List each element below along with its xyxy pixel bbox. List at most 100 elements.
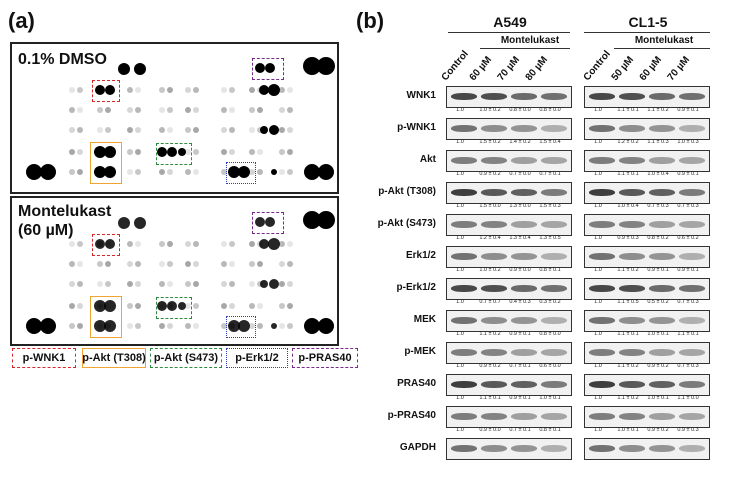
array-spot [255,63,265,73]
quant-value: 1.0 ± 0.1 [647,395,669,401]
array-spot [318,318,334,334]
array-spot [265,63,275,73]
blot-band [511,125,537,132]
blot-band [649,253,675,260]
array-spot [255,217,265,227]
blot-band [649,93,675,100]
quant-value: 1.0 [594,331,602,337]
blot-band [481,125,507,132]
quant-value: 0.9 ± 0.1 [509,395,531,401]
blot-band [481,285,507,292]
quant-value: 1.0 [594,235,602,241]
blot-strip [584,342,710,364]
array-spot [193,169,199,175]
blot-band [679,189,705,196]
quant-value: 1.0 [456,139,464,145]
quant-value: 0.9 ± 0.2 [479,363,501,369]
array-spot [221,303,227,309]
blot-band [481,93,507,100]
blot-band [481,413,507,420]
quant-value: 1.0 [456,331,464,337]
blot-band [619,93,645,100]
array-spot [159,281,165,287]
array-spot [94,320,106,332]
array-spot [127,107,133,113]
highlight-p-wnk1 [92,234,120,256]
blot-strip [446,214,572,236]
array-spot [185,149,191,155]
highlight-p-erk12 [226,316,256,338]
blot-band [541,349,567,356]
blot-strip [584,310,710,332]
quant-value: 0.7 ± 0.3 [677,363,699,369]
blot-band [511,189,537,196]
array-spot [221,241,227,247]
quant-value: 1.2 ± 0.4 [479,235,501,241]
array-spot [178,148,186,156]
array-spot [159,169,165,175]
array-spot [97,281,103,287]
array-spot [268,84,280,96]
array-spot [249,149,255,155]
quant-value: 1.5 ± 0.3 [539,203,561,209]
blot-row-label: p-Akt (T308) [378,186,436,197]
panel-a-label: (a) [8,8,35,33]
array-spot [104,300,116,312]
array-spot [279,241,285,247]
quant-value: 1.1 ± 0.2 [617,267,639,273]
highlight-p-pras40 [252,212,284,234]
array-spot [249,281,255,287]
array-spot [304,318,320,334]
array-spot [185,241,191,247]
array-spot [69,127,75,133]
array-spot [77,107,83,113]
array-spot [193,241,199,247]
array-spot [249,127,255,133]
array-spot [287,323,293,329]
array-spot [69,241,75,247]
array-spot [221,107,227,113]
array-spot [257,303,263,309]
array-spot [77,127,83,133]
blot-band [451,157,477,164]
array-spot [167,87,173,93]
blot-strip [446,182,572,204]
array-spot [259,239,269,249]
quant-value: 1.1 ± 0.2 [647,107,669,113]
quant-value: 1.0 [456,235,464,241]
array-spot [279,107,285,113]
array-spot [221,127,227,133]
quant-value: 0.3 ± 0.2 [539,299,561,305]
array-spot [69,149,75,155]
array-spot [257,149,263,155]
array-spot [228,166,240,178]
quant-value: 0.8 ± 0.2 [647,235,669,241]
array-spot [317,211,335,229]
blot-band [589,253,615,260]
blot-band [541,445,567,452]
blot-band [511,93,537,100]
array-spot [135,169,141,175]
blot-band [481,221,507,228]
array-spot [229,303,235,309]
array-spot [167,147,177,157]
blot-band [451,317,477,324]
array-spot [77,169,83,175]
array-spot [104,320,116,332]
array-spot [229,87,235,93]
array-spot [159,127,165,133]
blot-band [679,381,705,388]
blot-band [619,445,645,452]
quant-value: 1.0 ± 0.4 [647,171,669,177]
array-spot [157,301,167,311]
blot-band [541,125,567,132]
blot-strip [446,278,572,300]
array-spot [95,239,105,249]
blot-strip [584,118,710,140]
array-spot [279,303,285,309]
quant-value: 0.8 ± 0.1 [539,267,561,273]
blot-band [679,221,705,228]
array-spot [77,87,83,93]
array-spot [229,241,235,247]
array-spot [178,302,186,310]
